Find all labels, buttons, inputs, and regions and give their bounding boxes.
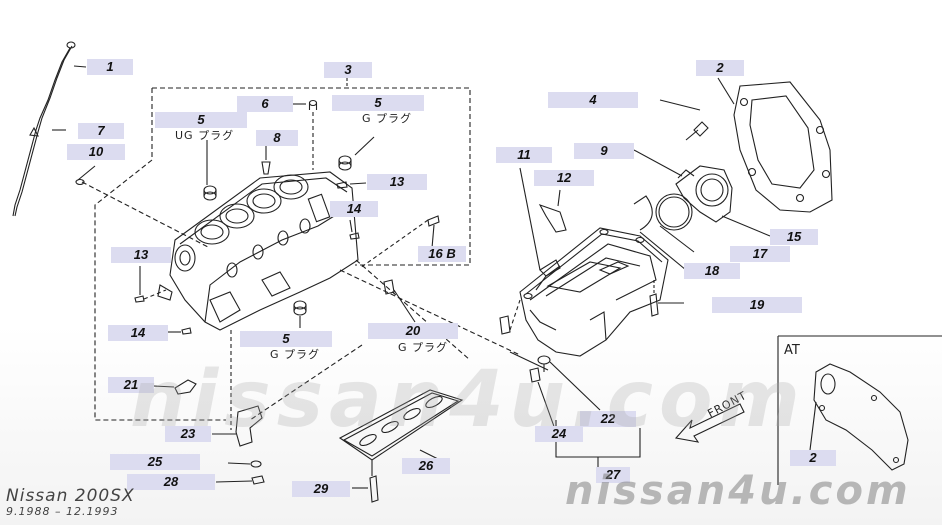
callout-7[interactable]: 7 — [78, 123, 124, 139]
callout-4[interactable]: 4 — [548, 92, 638, 108]
production-dates: 9.1988 – 12.1993 — [6, 505, 119, 518]
callout-5-ug[interactable]: 5 — [155, 112, 247, 128]
callout-3[interactable]: 3 — [324, 62, 372, 78]
callout-14-left[interactable]: 14 — [108, 325, 168, 341]
model-name: Nissan 200SX — [6, 486, 135, 506]
callout-6[interactable]: 6 — [237, 96, 293, 112]
note-ug-plug: UG プラグ — [175, 129, 235, 142]
callout-16-b[interactable]: 16 B — [418, 246, 466, 262]
callout-26[interactable]: 26 — [402, 458, 450, 474]
callout-28[interactable]: 28 — [127, 474, 215, 490]
callout-8[interactable]: 8 — [256, 130, 298, 146]
callout-21[interactable]: 21 — [108, 377, 154, 393]
callout-27[interactable]: 27 — [596, 467, 630, 483]
oil-pan — [519, 227, 669, 357]
callout-11[interactable]: 11 — [496, 147, 552, 163]
rear-plate — [733, 81, 833, 213]
callout-2-at[interactable]: 2 — [790, 450, 836, 466]
group-bracket-3 — [94, 88, 226, 421]
callout-23[interactable]: 23 — [165, 426, 211, 442]
callout-2-plate[interactable]: 2 — [696, 60, 744, 76]
at-rear-plate — [813, 363, 909, 471]
callout-18[interactable]: 18 — [684, 263, 740, 279]
note-g-plug-top: G プラグ — [362, 112, 413, 125]
callout-25[interactable]: 25 — [110, 454, 200, 470]
note-g-plug-20: G プラグ — [398, 341, 449, 354]
callout-13-left[interactable]: 13 — [111, 247, 171, 263]
callout-5-g-top[interactable]: 5 — [332, 95, 424, 111]
callout-19[interactable]: 19 — [712, 297, 802, 313]
callout-15[interactable]: 15 — [770, 229, 818, 245]
callout-20[interactable]: 20 — [368, 323, 458, 339]
callout-14-right[interactable]: 14 — [330, 201, 378, 217]
at-label: AT — [784, 343, 800, 358]
callout-29[interactable]: 29 — [292, 481, 350, 497]
callout-13-right[interactable]: 13 — [367, 174, 427, 190]
callout-1[interactable]: 1 — [87, 59, 133, 75]
callout-5-g-lower[interactable]: 5 — [240, 331, 332, 347]
cylinder-block — [157, 171, 359, 331]
callout-9[interactable]: 9 — [574, 143, 634, 159]
rear-seal-retainer — [675, 165, 733, 223]
dipstick — [12, 47, 71, 217]
callout-10[interactable]: 10 — [67, 144, 125, 160]
callout-17[interactable]: 17 — [730, 246, 790, 262]
note-g-plug-lower: G プラグ — [270, 348, 321, 361]
callout-12[interactable]: 12 — [534, 170, 594, 186]
callout-24[interactable]: 24 — [535, 426, 583, 442]
callout-22[interactable]: 22 — [580, 411, 636, 427]
